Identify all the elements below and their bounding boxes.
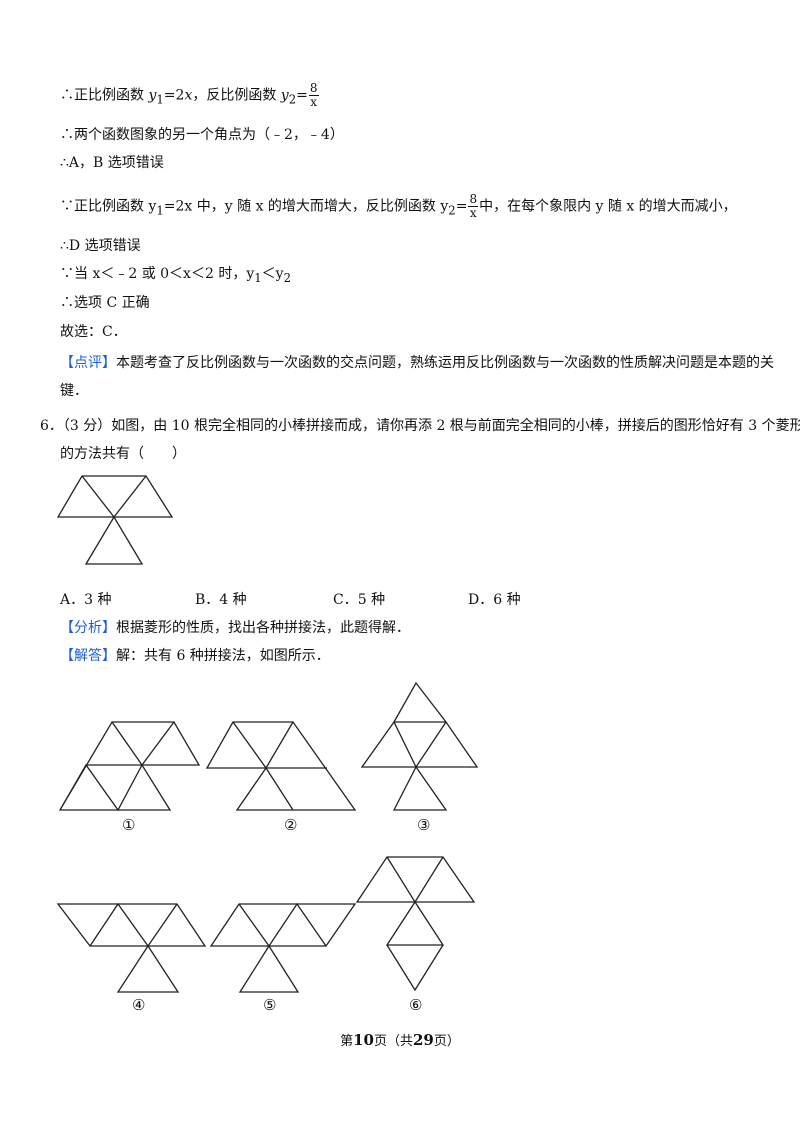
analysis-tag: 【分析】: [60, 620, 116, 636]
figure-label-4: ④: [132, 996, 146, 1014]
line-2: ∴两个函数图象的另一个角点为（﹣2，﹣4）: [60, 127, 344, 143]
answer-tag: 【解答】: [60, 648, 116, 664]
figure-label-1: ①: [122, 816, 136, 834]
figure-label-3: ③: [417, 816, 431, 834]
figure-1: [58, 721, 201, 812]
option-d: D．6 种: [468, 592, 521, 608]
page-total: 29: [413, 1031, 434, 1049]
page-footer: 第10页（共29页）: [340, 1031, 460, 1049]
figure-5: [209, 902, 357, 993]
figure-4: [56, 902, 207, 993]
option-b: B．4 种: [195, 592, 247, 608]
answer-line: 【解答】解：共有 6 种拼接法，如图所示．: [60, 648, 330, 664]
page-number: 10: [353, 1031, 374, 1049]
figure-6: [355, 856, 476, 992]
figure-3: [360, 681, 479, 811]
line-8: 故选：C．: [60, 324, 127, 340]
review-tag: 【点评】: [60, 355, 116, 371]
line-5: ∴D 选项错误: [60, 238, 141, 254]
line-7: ∴选项 C 正确: [60, 295, 150, 311]
figure-2: [205, 721, 357, 811]
line-3: ∴A，B 选项错误: [60, 155, 164, 171]
review-line-2: 键．: [60, 383, 88, 399]
option-c: C．5 种: [333, 592, 386, 608]
question-line-2: 的方法共有（ ）: [60, 446, 186, 462]
figure-label-6: ⑥: [409, 996, 423, 1014]
question-line-1: 6．（3 分）如图，由 10 根完全相同的小棒拼接而成，请你再添 2 根与前面完…: [40, 418, 800, 434]
analysis-line: 【分析】根据菱形的性质，找出各种拼接法，此题得解．: [60, 620, 410, 636]
review-line-1: 【点评】本题考查了反比例函数与一次函数的交点问题，熟练运用反比例函数与一次函数的…: [60, 355, 774, 371]
figure-label-2: ②: [284, 816, 298, 834]
line-6: ∵当 x＜﹣2 或 0＜x＜2 时，y1＜y2: [60, 266, 291, 285]
figure-label-5: ⑤: [263, 996, 277, 1014]
question-figure: [56, 475, 174, 565]
option-a: A．3 种: [60, 592, 112, 608]
